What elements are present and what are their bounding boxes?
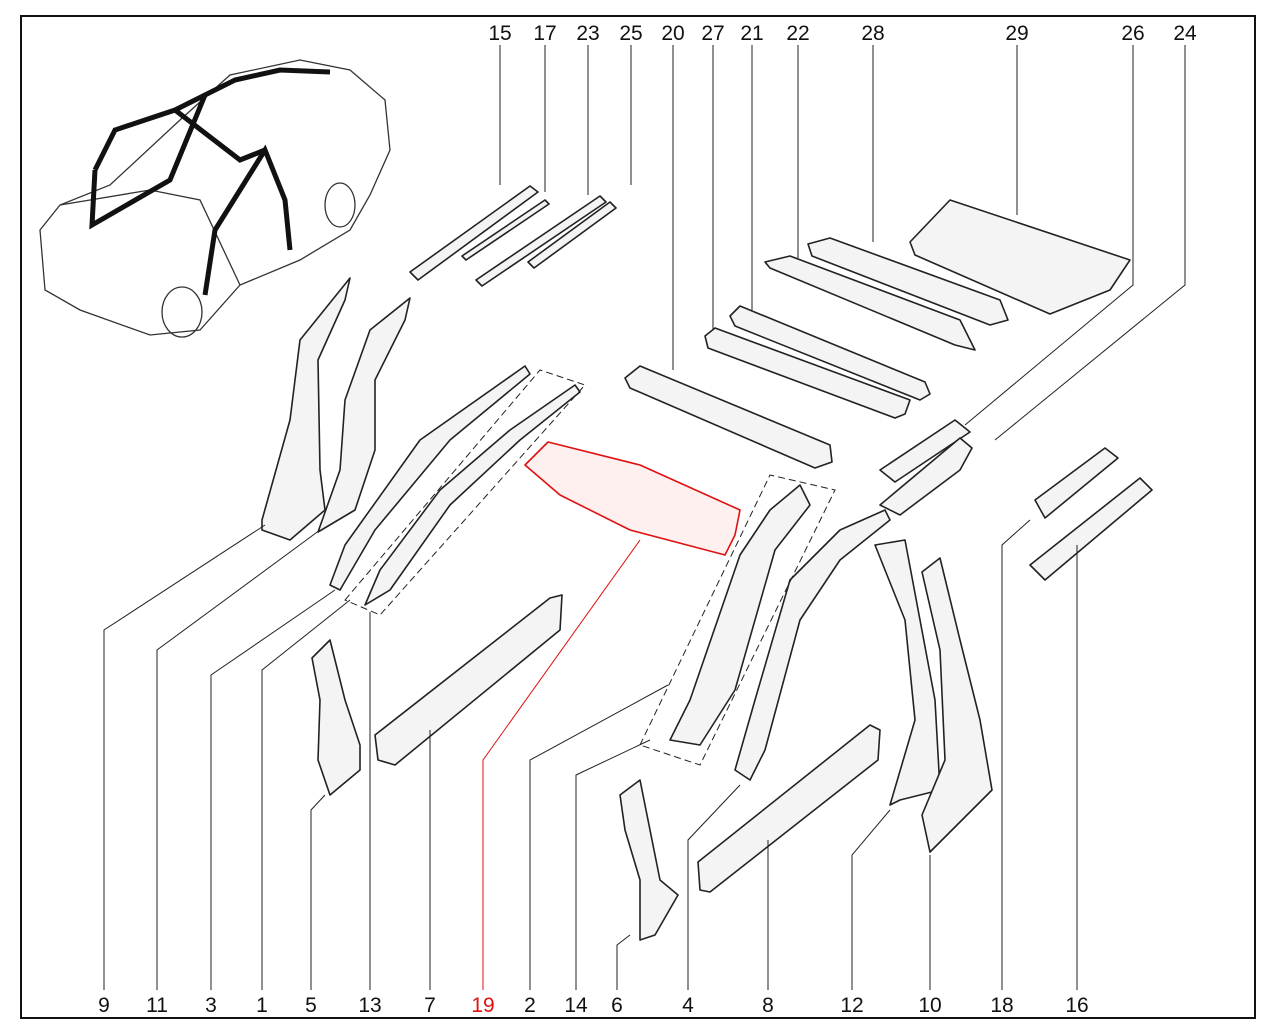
part-1[interactable] bbox=[364, 384, 581, 606]
diagram-frame bbox=[20, 15, 1256, 1019]
part-2[interactable] bbox=[669, 484, 811, 746]
part-27[interactable] bbox=[704, 327, 911, 419]
callout-label[interactable]: 23 bbox=[576, 22, 599, 45]
part-15[interactable] bbox=[409, 185, 539, 281]
callout-label[interactable]: 20 bbox=[661, 22, 684, 45]
callout-label[interactable]: 17 bbox=[533, 22, 556, 45]
top-labels: 15 17 23 25 20 27 21 22 28 29 26 24 bbox=[488, 22, 1197, 45]
part-3[interactable] bbox=[329, 365, 531, 591]
callout-label[interactable]: 9 bbox=[98, 994, 110, 1017]
part-4[interactable] bbox=[734, 509, 891, 781]
callout-label-highlighted[interactable]: 19 bbox=[471, 994, 494, 1017]
part-6[interactable] bbox=[619, 779, 679, 941]
callout-label[interactable]: 16 bbox=[1065, 994, 1088, 1017]
callout-label[interactable]: 29 bbox=[1005, 22, 1028, 45]
part-12[interactable] bbox=[874, 539, 941, 806]
part-29[interactable] bbox=[909, 199, 1131, 315]
part-18[interactable] bbox=[1034, 447, 1119, 519]
part-21[interactable] bbox=[729, 305, 931, 401]
callout-label[interactable]: 22 bbox=[786, 22, 809, 45]
callout-label[interactable]: 13 bbox=[358, 994, 381, 1017]
callout-label[interactable]: 14 bbox=[564, 994, 588, 1017]
parts bbox=[261, 185, 1153, 941]
callout-label[interactable]: 27 bbox=[701, 22, 724, 45]
part-16[interactable] bbox=[1029, 477, 1153, 581]
part-5[interactable] bbox=[311, 639, 361, 796]
part-9[interactable] bbox=[261, 277, 351, 541]
callout-label[interactable]: 24 bbox=[1173, 22, 1197, 45]
part-28[interactable] bbox=[807, 237, 1009, 326]
callout-label[interactable]: 10 bbox=[918, 994, 941, 1017]
callout-label[interactable]: 25 bbox=[619, 22, 642, 45]
part-8[interactable] bbox=[697, 724, 881, 893]
callout-label[interactable]: 1 bbox=[256, 994, 268, 1017]
part-19[interactable] bbox=[524, 441, 741, 556]
callout-label[interactable]: 2 bbox=[524, 994, 536, 1017]
callout-label[interactable]: 18 bbox=[990, 994, 1013, 1017]
callout-label[interactable]: 4 bbox=[682, 994, 694, 1017]
callout-label[interactable]: 26 bbox=[1121, 22, 1144, 45]
callout-label[interactable]: 15 bbox=[488, 22, 511, 45]
callout-label[interactable]: 11 bbox=[146, 994, 168, 1017]
part-20[interactable] bbox=[624, 365, 833, 469]
callout-label[interactable]: 28 bbox=[861, 22, 884, 45]
callout-label[interactable]: 6 bbox=[611, 994, 623, 1017]
part-24[interactable] bbox=[879, 437, 973, 516]
callout-label[interactable]: 7 bbox=[424, 994, 436, 1017]
callout-label[interactable]: 21 bbox=[740, 22, 763, 45]
callout-label[interactable]: 12 bbox=[840, 994, 863, 1017]
bottom-labels: 9 11 3 1 5 13 7 19 2 14 6 4 8 12 10 18 1… bbox=[98, 994, 1089, 1017]
part-11[interactable] bbox=[317, 297, 411, 533]
part-10[interactable] bbox=[921, 557, 993, 853]
part-25[interactable] bbox=[527, 201, 617, 269]
part-23[interactable] bbox=[475, 195, 607, 287]
callout-label[interactable]: 5 bbox=[305, 994, 317, 1017]
callout-label[interactable]: 8 bbox=[762, 994, 774, 1017]
part-7[interactable] bbox=[374, 594, 563, 766]
car-overview-illustration bbox=[39, 59, 391, 338]
part-22[interactable] bbox=[764, 255, 976, 351]
part-26[interactable] bbox=[879, 419, 971, 483]
part-17[interactable] bbox=[461, 199, 550, 261]
leader-lines bbox=[103, 45, 1186, 990]
callout-label[interactable]: 3 bbox=[205, 994, 217, 1017]
